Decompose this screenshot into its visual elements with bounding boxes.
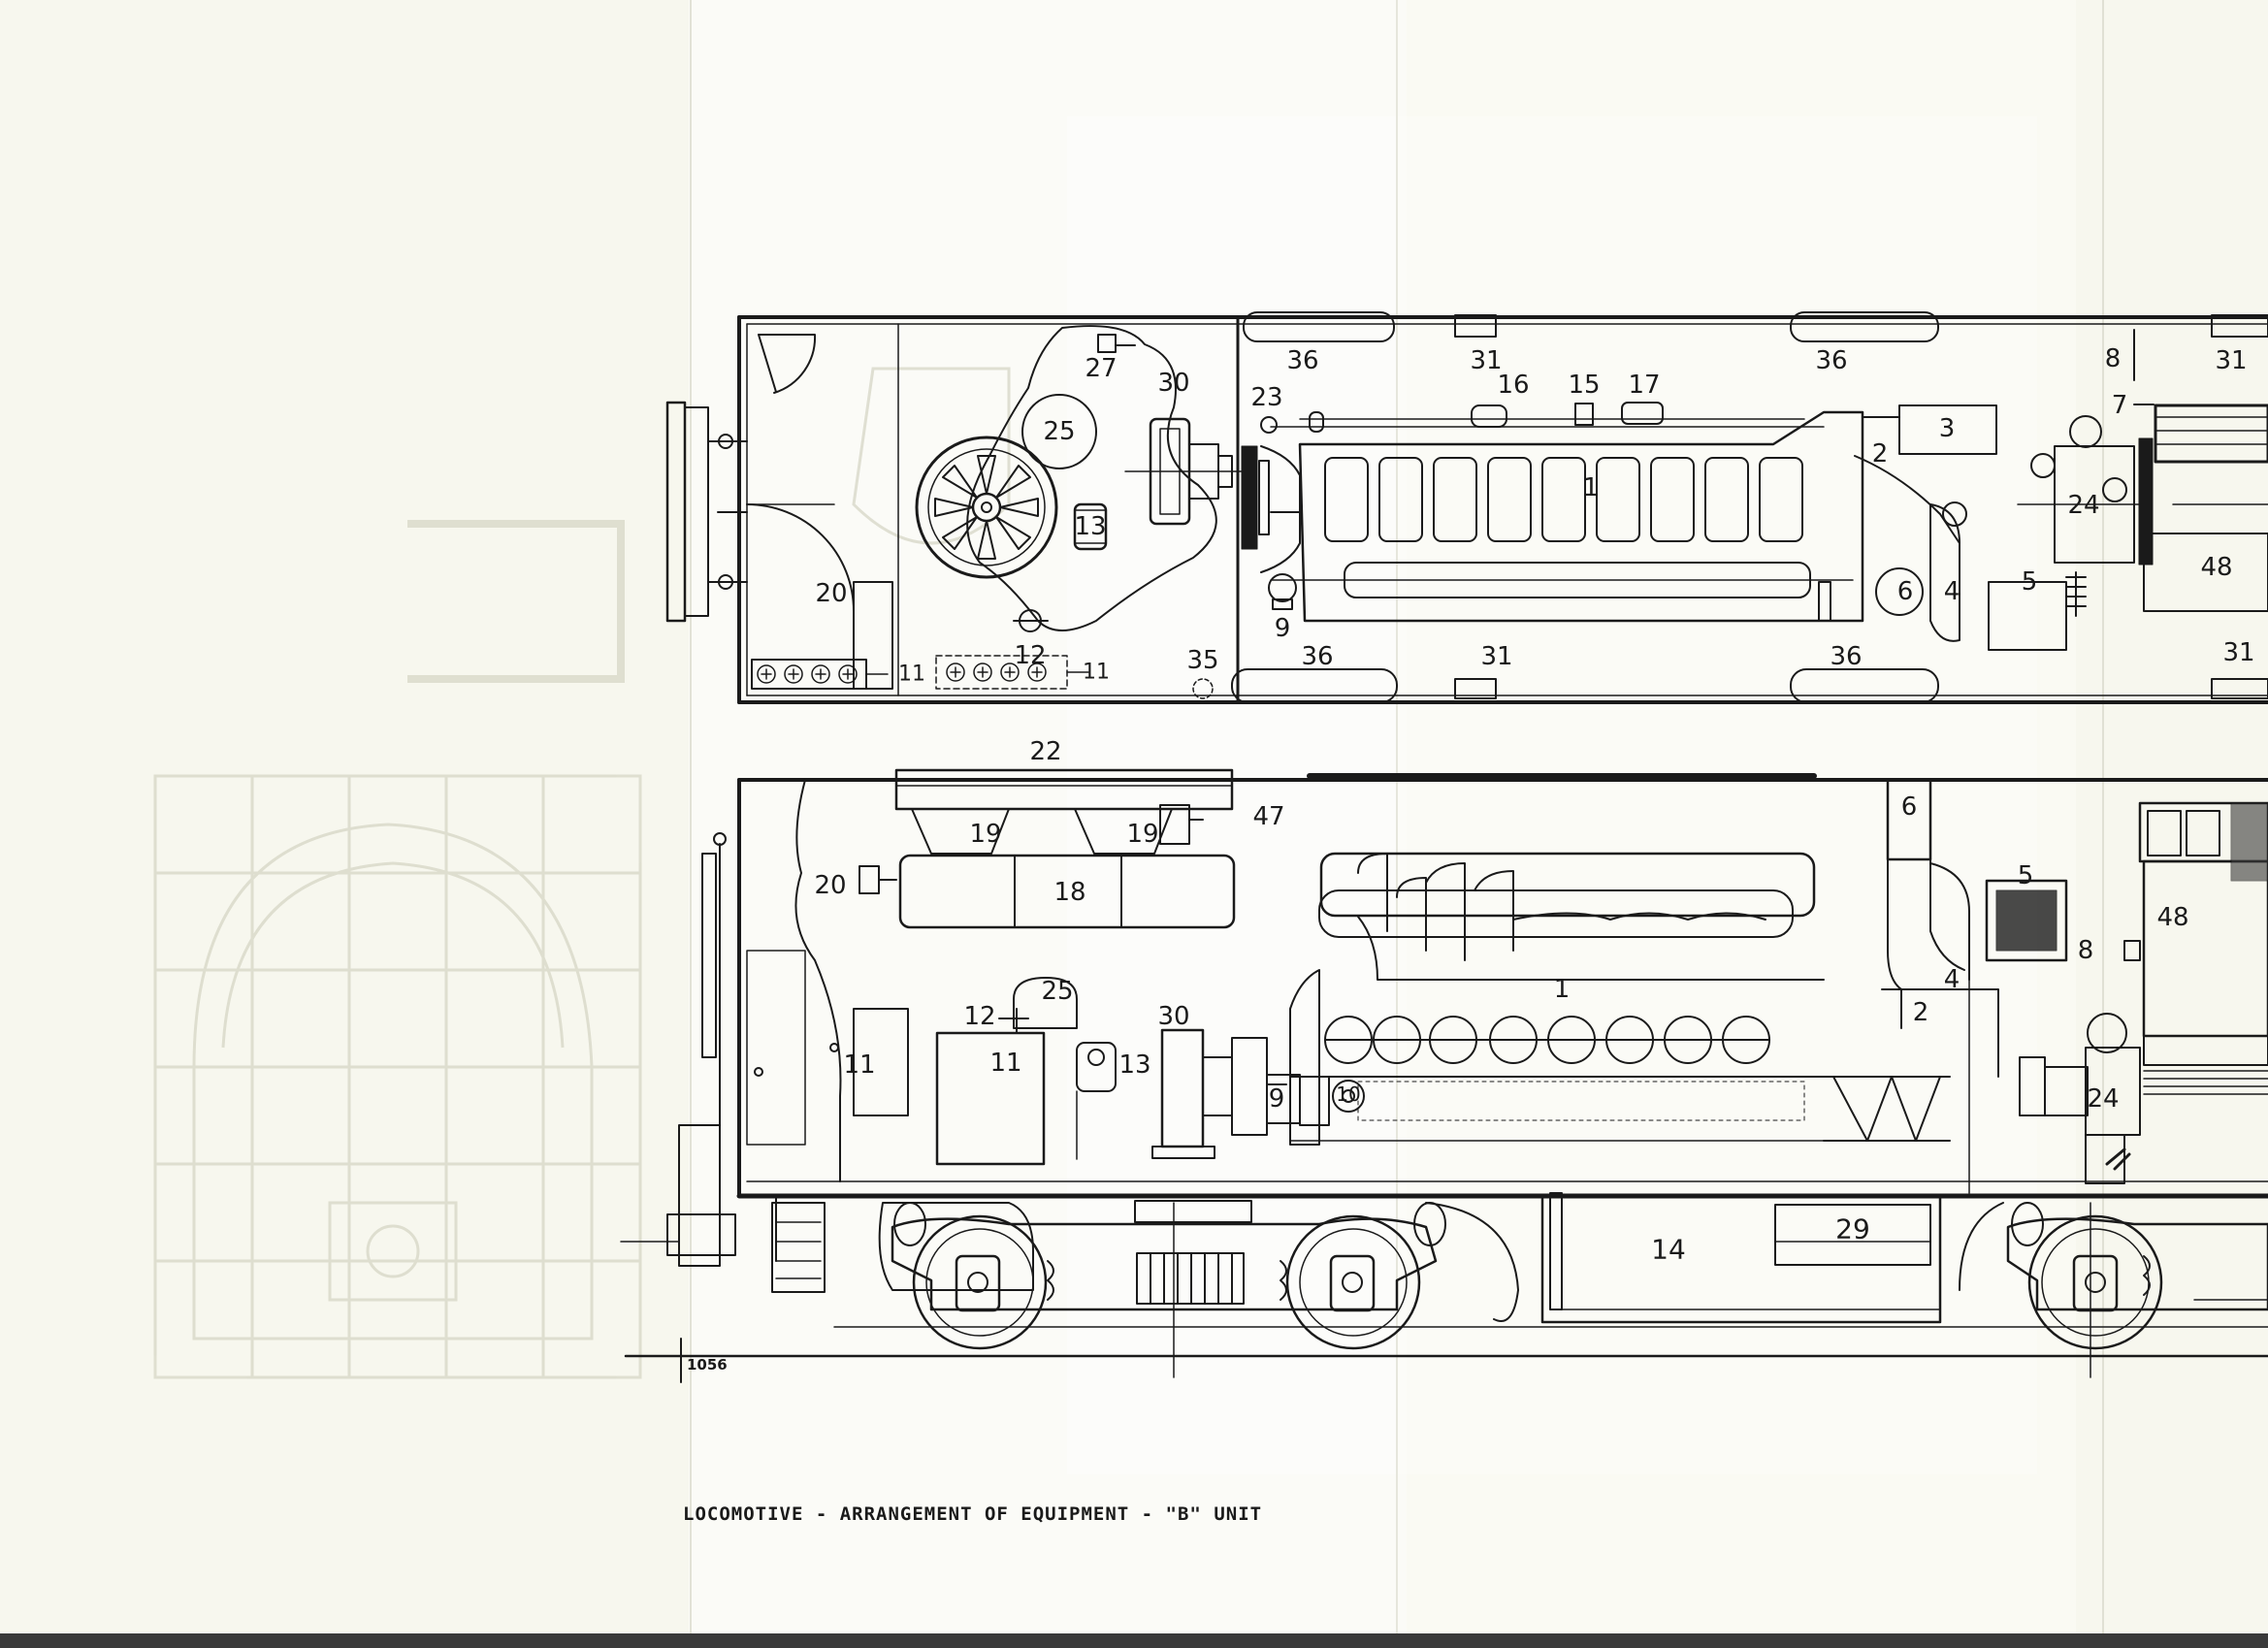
plan-label-31b: 31	[2215, 346, 2247, 375]
front-truck	[878, 1200, 1519, 1350]
elev-label-10: 10	[1336, 1083, 1360, 1106]
plan-label-5: 5	[2022, 567, 2038, 597]
plan-label-11b: 11	[1083, 661, 1110, 685]
plan-label-13: 13	[1074, 512, 1106, 541]
elev-label-11a: 11	[843, 1050, 875, 1080]
elev-label-19b: 19	[1126, 820, 1158, 849]
diagram-caption: LOCOMOTIVE - ARRANGEMENT OF EQUIPMENT - …	[683, 1503, 1263, 1525]
plan-label-1: 1	[1583, 473, 1600, 502]
plan-label-3: 3	[1939, 414, 1956, 443]
scan-bottom-edge	[0, 1633, 2268, 1648]
plan-label-36a: 36	[1286, 346, 1318, 375]
plan-label-20: 20	[815, 579, 847, 608]
drawing-number: 1056	[687, 1356, 728, 1373]
plan-label-12: 12	[1014, 641, 1046, 670]
plan-label-24: 24	[2067, 491, 2099, 520]
elev-label-30: 30	[1157, 1002, 1189, 1031]
plan-label-17: 17	[1628, 371, 1660, 400]
plan-label-30: 30	[1157, 369, 1189, 398]
elev-label-20: 20	[814, 871, 846, 900]
elev-label-11b: 11	[989, 1049, 1021, 1078]
plan-label-7: 7	[2112, 391, 2128, 420]
plan-label-36c: 36	[1301, 642, 1333, 671]
plan-label-31c: 31	[1480, 642, 1512, 671]
plan-label-16: 16	[1497, 371, 1529, 400]
plan-label-31d: 31	[2222, 638, 2254, 667]
elev-label-19a: 19	[969, 820, 1001, 849]
plan-label-2: 2	[1872, 439, 1889, 469]
plan-label-31a: 31	[1470, 346, 1502, 375]
plan-label-27: 27	[1085, 354, 1117, 383]
plan-view	[665, 311, 2268, 704]
elev-label-25: 25	[1041, 977, 1073, 1006]
elev-label-47: 47	[1252, 802, 1284, 831]
side-elevation-view	[620, 768, 2268, 1383]
plan-label-11a: 11	[898, 662, 925, 687]
plan-label-36d: 36	[1830, 642, 1862, 671]
elev-label-6: 6	[1901, 792, 1918, 822]
plan-label-6: 6	[1897, 577, 1914, 606]
plan-label-9: 9	[1275, 614, 1291, 643]
plan-label-15: 15	[1568, 371, 1600, 400]
elev-label-9: 9	[1269, 1084, 1285, 1114]
elev-label-18: 18	[1053, 878, 1085, 907]
plan-label-23: 23	[1250, 383, 1282, 412]
elev-label-1: 1	[1554, 975, 1571, 1004]
elev-label-5: 5	[2018, 861, 2034, 890]
elev-label-2: 2	[1913, 998, 1929, 1027]
elev-label-24: 24	[2087, 1084, 2119, 1114]
rear-truck	[1959, 1202, 2268, 1350]
elev-label-48: 48	[2156, 903, 2188, 932]
plan-label-25: 25	[1043, 417, 1075, 446]
elev-label-22: 22	[1029, 737, 1061, 766]
elev-label-4: 4	[1944, 965, 1960, 994]
elev-label-29: 29	[1835, 1213, 1870, 1245]
elev-label-12: 12	[963, 1002, 995, 1031]
plan-label-36b: 36	[1815, 346, 1847, 375]
plan-label-48: 48	[2200, 553, 2232, 582]
elev-label-14: 14	[1651, 1234, 1686, 1266]
elev-label-13: 13	[1118, 1050, 1150, 1080]
plan-label-4: 4	[1944, 577, 1960, 606]
plan-label-8: 8	[2105, 344, 2122, 373]
plan-label-35: 35	[1186, 646, 1218, 675]
elev-label-8: 8	[2078, 936, 2094, 965]
